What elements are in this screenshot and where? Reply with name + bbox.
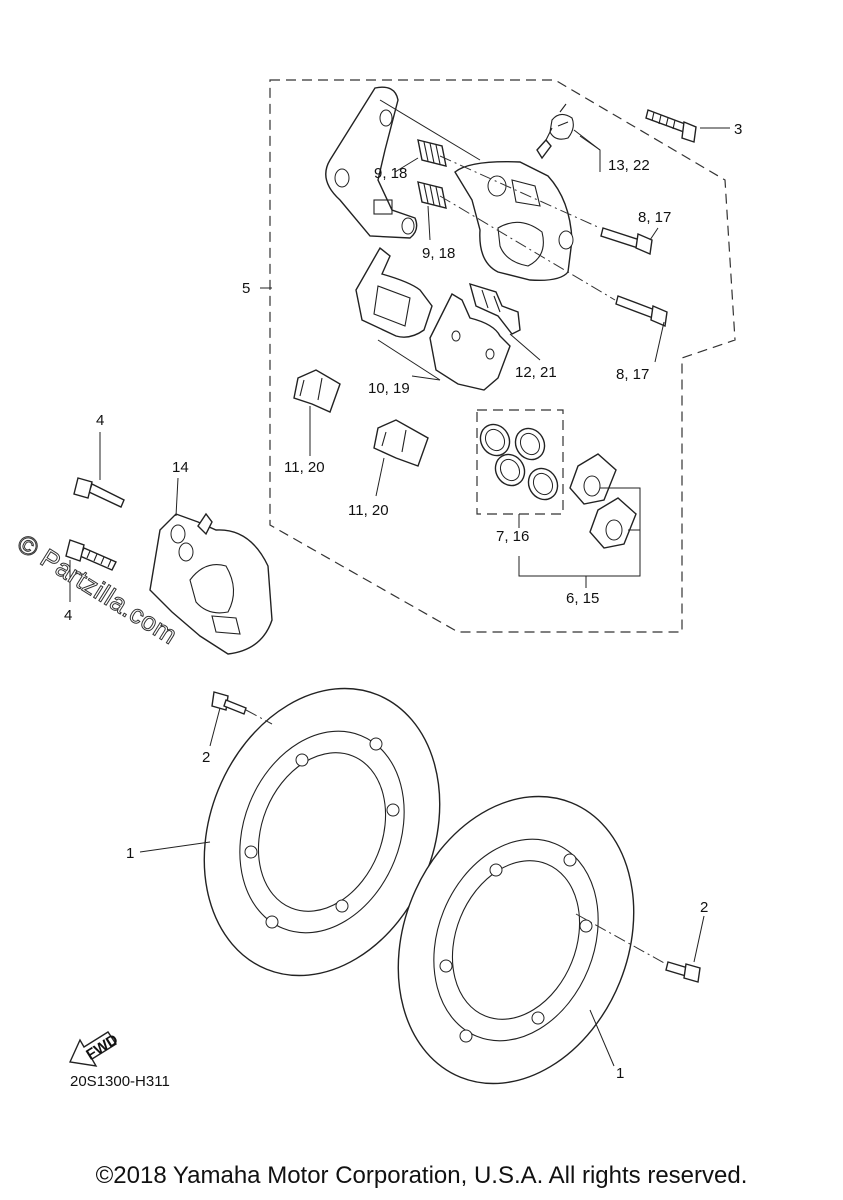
fwd-arrow: FWD (68, 1031, 121, 1067)
callout-5: 5 (242, 280, 250, 297)
caliper-bracket (325, 86, 481, 239)
callout-9-18-upper: 9, 18 (374, 165, 407, 182)
callout-12-21: 12, 21 (515, 364, 557, 381)
bleed-valve (536, 127, 553, 160)
callout-7-16: 7, 16 (496, 528, 529, 545)
brake-pad-rear (429, 293, 511, 391)
pin-bolt-upper (600, 227, 653, 256)
callout-10-19: 10, 19 (368, 380, 410, 397)
callout-8-17-lower: 8, 17 (616, 366, 649, 383)
callout-2-right: 2 (700, 899, 708, 916)
pad-clip-right (373, 419, 429, 467)
callout-3: 3 (734, 121, 742, 138)
seal-kit-rings (479, 423, 559, 501)
seal-kit-box (476, 409, 564, 515)
callout-14: 14 (172, 459, 189, 476)
pad-spring (468, 282, 521, 335)
brake-pad-front (355, 246, 433, 338)
callout-11-20-left: 11, 20 (284, 459, 325, 476)
bolt-3 (645, 109, 697, 143)
piston-lower (589, 497, 637, 549)
pin-boot-lower (417, 181, 447, 209)
diagram-code: 20S1300-H311 (70, 1073, 170, 1090)
callout-2-left: 2 (202, 749, 210, 766)
copyright-notice: ©2018 Yamaha Motor Corporation, U.S.A. A… (95, 1162, 748, 1189)
caliper-body (454, 161, 574, 282)
caliper-bolt-lower (65, 539, 117, 571)
callout-1-left: 1 (126, 845, 134, 862)
piston-upper (569, 453, 617, 505)
leader-lines (69, 127, 730, 1067)
caliper-bolt-upper (73, 477, 125, 508)
disc-rotor-left (203, 687, 441, 977)
callout-11-20-right: 11, 20 (348, 502, 389, 519)
callout-6-15: 6, 15 (566, 590, 599, 607)
callout-4-lower: 4 (64, 607, 72, 624)
callout-1-right: 1 (616, 1065, 624, 1082)
disc-bolt-left (211, 691, 247, 715)
pad-clip-left (293, 369, 341, 413)
disc-bolt-right (665, 961, 701, 983)
callout-13-22: 13, 22 (608, 157, 650, 174)
callout-9-18-lower: 9, 18 (422, 245, 455, 262)
bleed-cap (549, 103, 574, 140)
disc-rotor-right (397, 795, 635, 1085)
caliper-assembly (149, 512, 273, 655)
callout-8-17-upper: 8, 17 (638, 209, 671, 226)
callout-4-upper: 4 (96, 412, 104, 429)
pin-bolt-lower (615, 295, 668, 328)
pin-boot-upper (417, 139, 447, 167)
